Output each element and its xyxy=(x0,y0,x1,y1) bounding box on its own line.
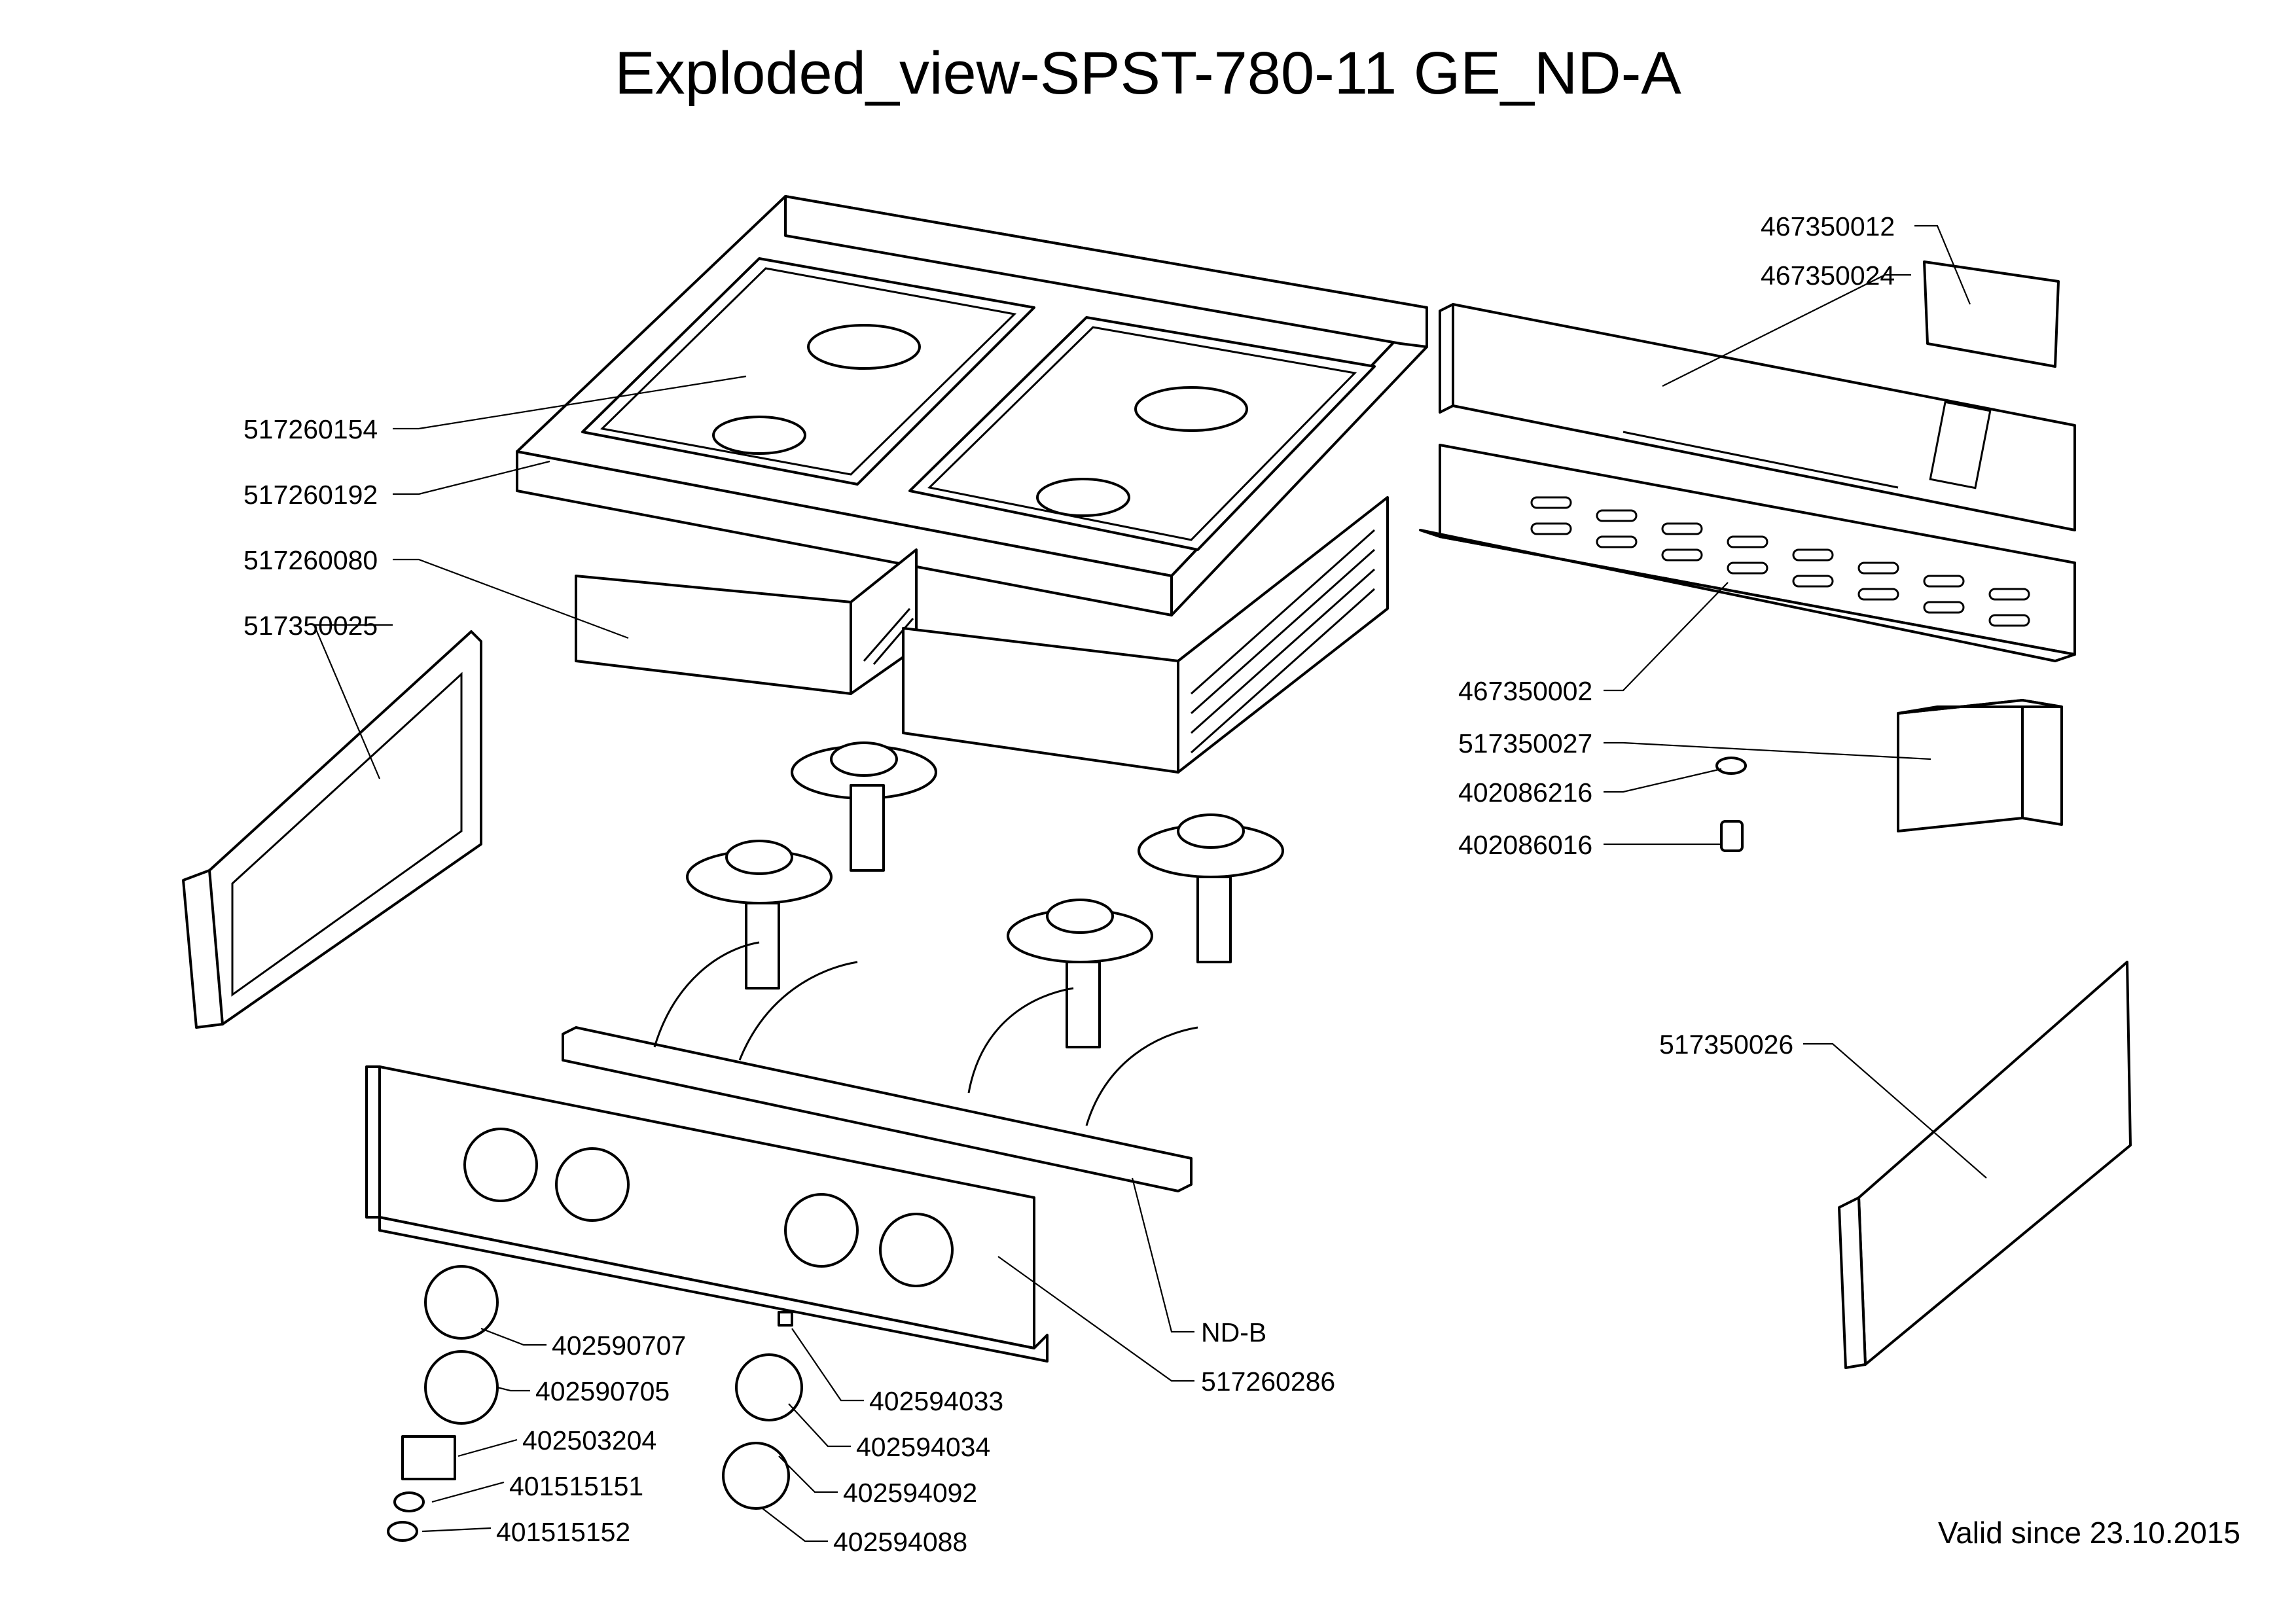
leader-lines xyxy=(313,224,1987,1543)
scale-ring-part xyxy=(722,1442,790,1510)
knob-bezel-part xyxy=(424,1265,499,1340)
burner-box-part xyxy=(575,496,1389,774)
switch-block-part xyxy=(401,1435,456,1480)
part-label: 402594033 xyxy=(869,1386,1003,1416)
part-label: 517350025 xyxy=(243,611,378,641)
part-label: 517260286 xyxy=(1201,1366,1335,1397)
junction-box-part xyxy=(1897,699,2063,832)
cover-plate-part xyxy=(1923,260,2060,368)
part-label: 517350026 xyxy=(1659,1029,1793,1060)
part-label: 402086216 xyxy=(1458,777,1592,808)
part-label: 467350002 xyxy=(1458,676,1592,706)
part-label: 467350024 xyxy=(1761,260,1895,291)
top-cover-part xyxy=(516,195,1428,616)
part-label: 402503204 xyxy=(522,1425,656,1455)
part-label: 517260154 xyxy=(243,414,378,444)
scale-ring-part xyxy=(735,1353,803,1421)
indicator-lamp-part xyxy=(393,1491,425,1512)
part-label: 401515152 xyxy=(496,1517,630,1547)
control-panel-part xyxy=(365,1065,1049,1363)
knob-cap-part xyxy=(424,1350,499,1425)
part-label: ND-B xyxy=(1201,1317,1266,1347)
part-label: 402594088 xyxy=(833,1527,967,1557)
part-labels: 467350012 467350024 517260154 517260192 … xyxy=(243,211,1895,1557)
part-label: 467350012 xyxy=(1761,211,1895,241)
gas-burner-assembly-part xyxy=(562,741,1284,1192)
knob-part xyxy=(463,1128,954,1287)
part-label: 402086016 xyxy=(1458,830,1592,860)
rear-panel-part xyxy=(1439,303,2076,531)
part-label: 402590705 xyxy=(535,1376,670,1406)
part-label: 401515151 xyxy=(509,1471,643,1501)
part-label: 517350027 xyxy=(1458,728,1592,758)
part-label: 517260080 xyxy=(243,545,378,575)
part-label: 402594092 xyxy=(843,1478,977,1508)
part-label: 402590707 xyxy=(552,1330,686,1361)
indicator-lamp-part xyxy=(387,1521,418,1542)
perforated-panel-part xyxy=(1419,444,2076,662)
validity-note: Valid since 23.10.2015 xyxy=(1937,1516,2240,1550)
part-label: 402594034 xyxy=(856,1432,990,1462)
page-title: Exploded_view-SPST-780-11 GE_ND-A xyxy=(615,40,1681,107)
part-label: 517260192 xyxy=(243,480,378,510)
left-side-panel-part xyxy=(182,630,482,1029)
fitting-part xyxy=(1720,820,1744,852)
nut-part xyxy=(1715,757,1747,775)
small-clip-part xyxy=(778,1311,793,1327)
right-side-panel-part xyxy=(1838,961,2132,1369)
